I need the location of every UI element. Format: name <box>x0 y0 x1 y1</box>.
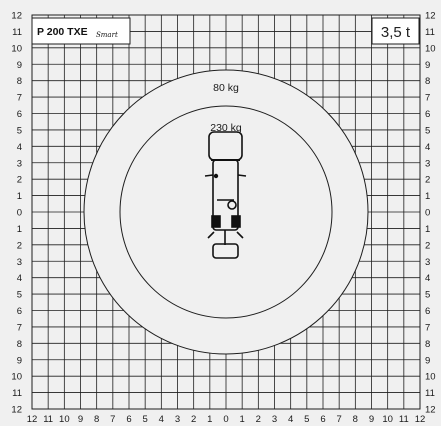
right-axis-tick-label: 0 <box>425 208 430 219</box>
left-axis-tick-label: 5 <box>17 125 22 136</box>
right-axis-tick-label: 1 <box>425 191 430 202</box>
left-axis-tick-label: 5 <box>17 290 22 301</box>
left-axis-tick-label: 6 <box>17 306 22 317</box>
bottom-axis-tick-label: 12 <box>27 414 38 425</box>
right-axis-tick-label: 6 <box>425 306 430 317</box>
capacity-box <box>371 17 420 45</box>
left-axis-tick-label: 8 <box>17 76 22 87</box>
bottom-axis-tick-label: 0 <box>223 414 228 425</box>
capacity-label: 3,5 t <box>381 24 411 41</box>
right-axis-tick-label: 2 <box>425 240 430 251</box>
bottom-axis-tick-label: 4 <box>159 414 164 425</box>
bottom-axis-tick-label: 4 <box>288 414 293 425</box>
bottom-axis-tick-label: 3 <box>272 414 277 425</box>
left-axis-tick-label: 9 <box>17 355 22 366</box>
right-axis-tick-label: 8 <box>425 76 430 87</box>
right-axis-tick-label: 10 <box>425 43 436 54</box>
bottom-axis-tick-label: 1 <box>207 414 212 425</box>
left-axis-tick-label: 10 <box>11 43 22 54</box>
left-axis-tick-label: 3 <box>17 257 22 268</box>
bottom-axis-tick-label: 9 <box>78 414 83 425</box>
right-axis-tick-label: 5 <box>425 125 430 136</box>
bottom-axis-tick-label: 2 <box>191 414 196 425</box>
left-axis-tick-label: 7 <box>17 322 22 333</box>
left-axis-tick-label: 9 <box>17 60 22 71</box>
right-axis-tick-label: 12 <box>425 405 436 416</box>
left-axis-tick-label: 6 <box>17 109 22 120</box>
bottom-axis-tick-label: 7 <box>110 414 115 425</box>
right-axis-tick-label: 1 <box>425 224 430 235</box>
model-variant: Smart <box>96 31 118 39</box>
bottom-axis-tick-label: 10 <box>59 414 70 425</box>
model-name: P 200 TXE <box>37 26 88 38</box>
right-axis-tick-label: 12 <box>425 11 436 22</box>
left-axis-tick-label: 4 <box>17 273 22 284</box>
right-axis-tick-label: 4 <box>425 273 430 284</box>
left-axis-tick-label: 4 <box>17 142 22 153</box>
left-axis-tick-label: 3 <box>17 158 22 169</box>
bottom-axis-tick-label: 6 <box>320 414 325 425</box>
bottom-axis-tick-label: 5 <box>304 414 309 425</box>
right-axis-tick-label: 10 <box>425 372 436 383</box>
outer-ring-load-label: 80 kg <box>213 82 239 94</box>
left-axis-tick-label: 11 <box>12 27 22 38</box>
right-axis-tick-label: 5 <box>425 290 430 301</box>
right-axis-tick-label: 9 <box>425 355 430 366</box>
right-axis-tick-label: 6 <box>425 109 430 120</box>
left-axis-tick-label: 0 <box>17 208 22 219</box>
inner-range-circle <box>119 105 333 319</box>
left-axis-tick-label: 10 <box>11 372 22 383</box>
right-axis-tick-label: 9 <box>425 60 430 71</box>
right-axis-tick-label: 3 <box>425 257 430 268</box>
right-axis-tick-label: 3 <box>425 158 430 169</box>
left-axis-tick-label: 12 <box>11 405 22 416</box>
bottom-axis-tick-label: 8 <box>94 414 99 425</box>
left-axis-tick-label: 1 <box>17 224 22 235</box>
bottom-axis-tick-label: 1 <box>240 414 245 425</box>
right-axis-tick-label: 8 <box>425 339 430 350</box>
bottom-axis-tick-label: 5 <box>143 414 148 425</box>
left-axis-tick-label: 1 <box>17 191 22 202</box>
left-axis-tick-label: 7 <box>17 93 22 104</box>
vehicle-top-view-icon <box>204 131 247 259</box>
bottom-axis-tick-label: 11 <box>399 414 409 425</box>
bottom-axis-tick-label: 10 <box>382 414 393 425</box>
right-axis-tick-label: 7 <box>425 322 430 333</box>
bottom-axis-tick-label: 2 <box>256 414 261 425</box>
left-axis-tick-label: 8 <box>17 339 22 350</box>
right-axis-tick-label: 11 <box>425 388 435 399</box>
bottom-axis-tick-label: 3 <box>175 414 180 425</box>
model-label-box <box>31 17 131 45</box>
bottom-axis-tick-label: 12 <box>415 414 426 425</box>
bottom-axis-tick-label: 11 <box>43 414 53 425</box>
bottom-axis-tick-label: 6 <box>126 414 131 425</box>
bottom-axis-tick-label: 9 <box>369 414 374 425</box>
left-axis-tick-label: 11 <box>12 388 22 399</box>
left-axis-tick-label: 2 <box>17 175 22 186</box>
left-axis-tick-label: 2 <box>17 240 22 251</box>
range-circles <box>83 69 369 355</box>
right-axis-tick-label: 4 <box>425 142 430 153</box>
right-axis-tick-label: 7 <box>425 93 430 104</box>
left-axis-tick-label: 12 <box>11 11 22 22</box>
bottom-axis-tick-label: 7 <box>337 414 342 425</box>
bottom-axis-tick-label: 8 <box>353 414 358 425</box>
right-axis-tick-label: 11 <box>425 27 435 38</box>
inner-ring-load-label: 230 kg <box>210 122 242 134</box>
right-axis-tick-label: 2 <box>425 175 430 186</box>
